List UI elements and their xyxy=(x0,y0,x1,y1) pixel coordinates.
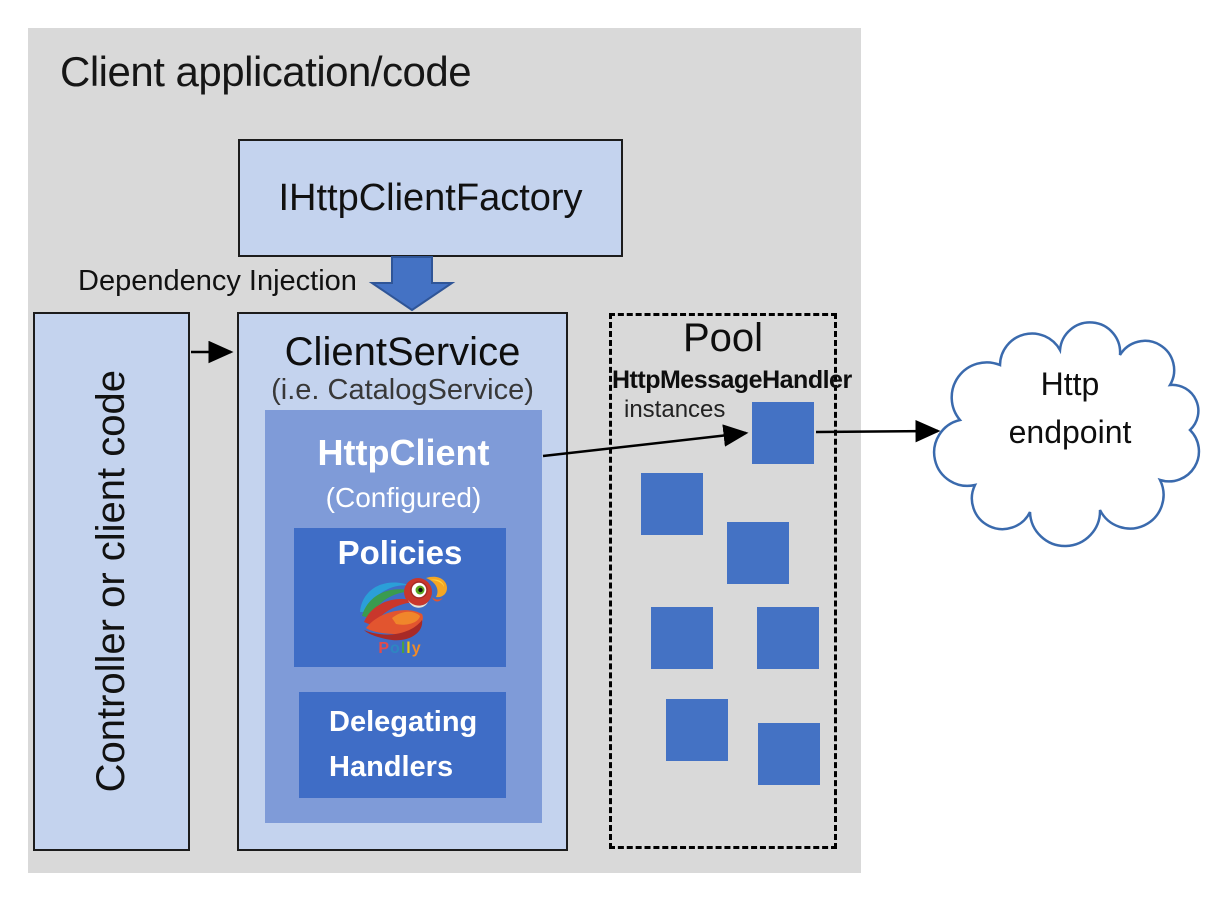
dependency-injection-label: Dependency Injection xyxy=(78,265,357,297)
http-endpoint-line2: endpoint xyxy=(1008,414,1132,450)
polly-letter: y xyxy=(411,640,422,657)
handler-instance-square xyxy=(752,402,814,464)
delegating-handlers-box: Delegating Handlers xyxy=(299,692,506,798)
policies-box: Policies Polly xyxy=(294,528,506,667)
pool-title: Pool xyxy=(682,316,764,360)
delegating-handlers-line2: Handlers xyxy=(329,751,454,783)
polly-letter: o xyxy=(390,640,401,657)
handler-instance-square xyxy=(758,723,820,785)
polly-letter: P xyxy=(378,640,391,657)
clientservice-subtitle: (i.e. CatalogService) xyxy=(271,374,534,406)
ihttpclientfactory-box: IHttpClientFactory xyxy=(238,139,623,257)
clientservice-title: ClientService xyxy=(284,330,521,374)
policies-title: Policies xyxy=(337,534,463,571)
pool-box: Pool HttpMessageHandler instances xyxy=(609,313,852,849)
polly-wordmark: Polly xyxy=(294,640,506,658)
pool-instances-label: instances xyxy=(624,396,726,423)
http-endpoint-line1: Http xyxy=(1040,366,1100,402)
handler-instance-square xyxy=(651,607,713,669)
pool-type-label: HttpMessageHandler xyxy=(612,366,852,394)
httpclient-title: HttpClient xyxy=(317,432,490,473)
handler-instance-square xyxy=(727,522,789,584)
polly-letter: l xyxy=(400,640,407,657)
httpclient-subtitle: (Configured) xyxy=(325,482,482,513)
controller-label: Controller or client code xyxy=(89,370,133,793)
http-endpoint-label: Http endpoint xyxy=(945,360,1195,456)
delegating-handlers-line1: Delegating xyxy=(329,706,478,739)
handler-instance-square xyxy=(757,607,819,669)
controller-box: Controller or client code xyxy=(33,312,190,851)
handler-instance-square xyxy=(666,699,728,761)
ihttpclientfactory-label: IHttpClientFactory xyxy=(278,176,583,219)
polly-letter: l xyxy=(406,640,412,657)
handler-instance-square xyxy=(641,473,703,535)
polly-parrot-icon xyxy=(360,576,447,641)
page-title: Client application/code xyxy=(60,48,472,95)
